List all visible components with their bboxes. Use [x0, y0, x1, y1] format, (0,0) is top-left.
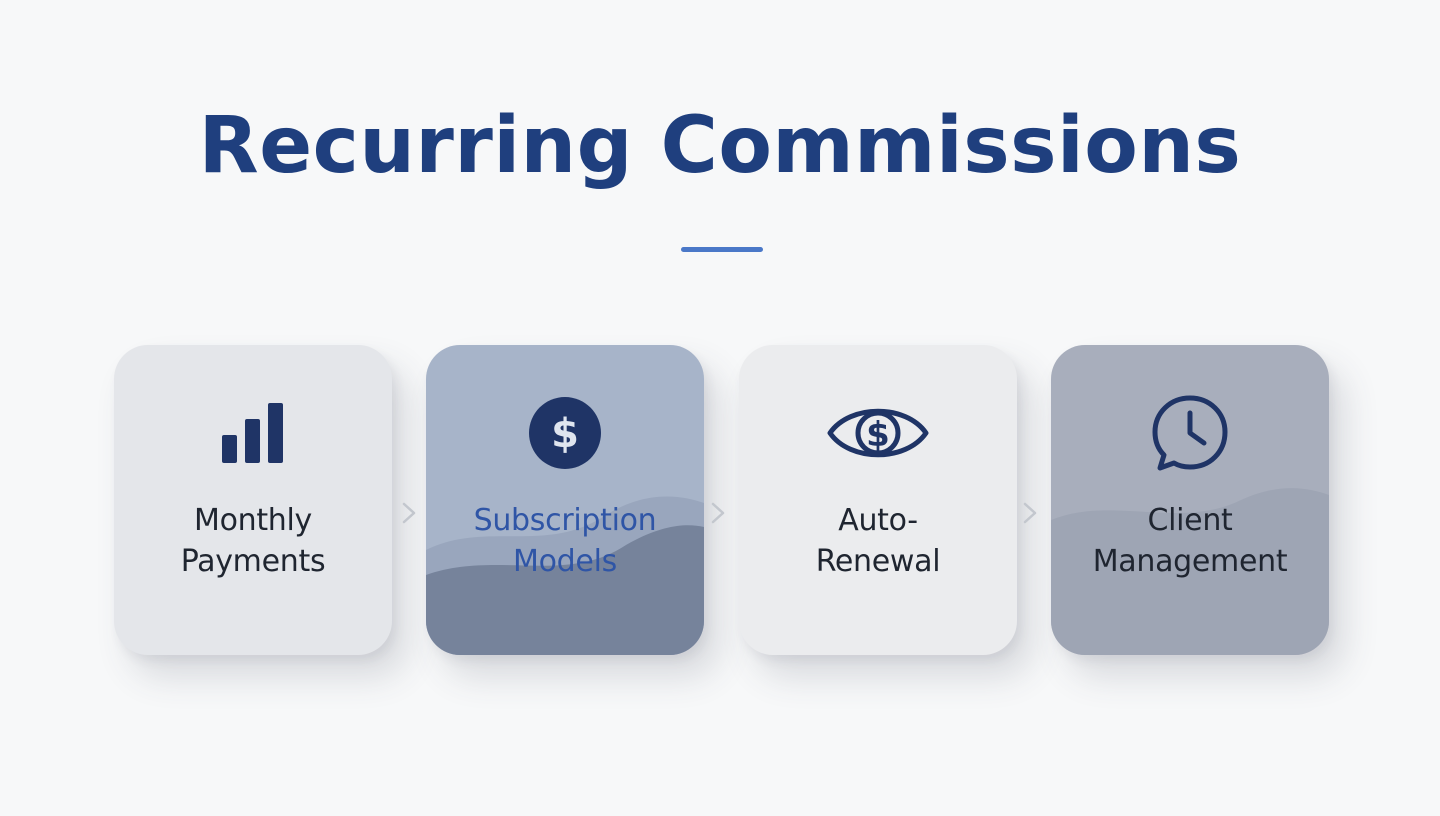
step-label: Client Management: [1051, 500, 1329, 582]
chevron-right-icon: [711, 502, 725, 524]
step-label-line2: Management: [1092, 544, 1288, 579]
step-label-line2: Renewal: [815, 544, 941, 579]
step-label-line1: Client: [1147, 503, 1233, 538]
step-label-line1: Subscription: [473, 503, 657, 538]
page-title: Recurring Commissions: [198, 101, 1242, 191]
step-card-monthly-payments: Monthly Payments: [114, 345, 392, 655]
svg-text:$: $: [866, 415, 890, 455]
step-label-line1: Auto-: [838, 503, 918, 538]
chevron-right-icon: [402, 502, 416, 524]
step-card-subscription-models: $ Subscription Models: [426, 345, 704, 655]
dollar-coin-icon: $: [426, 395, 704, 471]
step-label-line2: Payments: [180, 544, 326, 579]
step-label: Auto- Renewal: [739, 500, 1017, 582]
title-underline: [681, 247, 763, 252]
chevron-right-icon: [1023, 502, 1037, 524]
step-label-line1: Monthly: [193, 503, 313, 538]
step-label-line2: Models: [513, 544, 617, 579]
step-label: Monthly Payments: [114, 500, 392, 582]
step-card-auto-renewal: $ Auto- Renewal: [739, 345, 1017, 655]
step-label: Subscription Models: [426, 500, 704, 582]
bar-chart-icon: [114, 395, 392, 471]
step-card-client-management: Client Management: [1051, 345, 1329, 655]
wave-shape: [426, 496, 704, 655]
clock-chat-icon: [1051, 395, 1329, 471]
svg-text:$: $: [551, 411, 579, 457]
dollar-eye-icon: $: [739, 395, 1017, 471]
wave-shape: [1051, 488, 1329, 655]
